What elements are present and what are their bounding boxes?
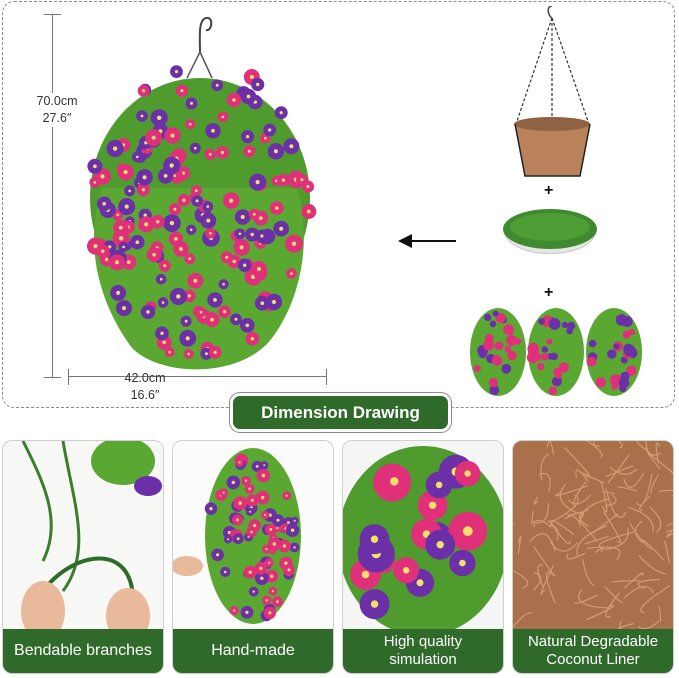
feature-card-coconut-liner: Natural Degradable Coconut Liner — [512, 440, 674, 674]
coconut-liner-image — [513, 441, 673, 631]
width-dimension-right-tick — [326, 369, 327, 385]
moss-bowl-component-image — [500, 205, 600, 265]
width-dimension-left-tick — [68, 369, 69, 385]
height-dimension-line — [52, 14, 53, 378]
plus-sign-1: + — [544, 182, 554, 199]
feature-label-line2: Coconut Liner — [546, 651, 640, 668]
feature-label-bendable-branches: Bendable branches — [3, 629, 163, 673]
feature-card-high-quality-simulation: High quality simulation — [342, 440, 504, 674]
feature-label-hand-made: Hand-made — [173, 629, 333, 673]
plus-sign-2: + — [544, 284, 554, 301]
feature-label-high-quality-simulation: High quality simulation — [343, 629, 503, 673]
feature-label-line1: High quality — [383, 633, 463, 650]
feature-card-hand-made: Hand-made — [172, 440, 334, 674]
height-dimension-top-tick — [44, 14, 61, 15]
height-cm: 70.0cm — [36, 94, 78, 108]
bendable-branches-image — [3, 441, 163, 631]
width-label: 42.0cm 16.6″ — [114, 370, 176, 404]
coconut-basket-component-image — [510, 6, 595, 181]
hanging-flower-basket-image — [72, 8, 322, 383]
width-cm: 42.0cm — [124, 371, 166, 385]
feature-label-coconut-liner: Natural Degradable Coconut Liner — [513, 629, 673, 673]
height-label: 70.0cm 27.6″ — [26, 93, 88, 127]
height-dimension-bottom-tick — [44, 377, 61, 378]
feature-card-bendable-branches: Bendable branches — [2, 440, 164, 674]
feature-label-line1: Natural Degradable — [527, 633, 659, 650]
width-in: 16.6″ — [130, 388, 160, 402]
width-dimension-line — [68, 376, 326, 377]
height-in: 27.6″ — [42, 111, 72, 125]
hand-made-image — [173, 441, 333, 631]
feature-label-line2: simulation — [389, 651, 457, 668]
arrow-left-icon — [398, 233, 458, 249]
flower-bunches-component-image — [468, 306, 644, 398]
high-quality-simulation-image — [343, 441, 503, 631]
dimension-drawing-title: Dimension Drawing — [230, 393, 451, 432]
